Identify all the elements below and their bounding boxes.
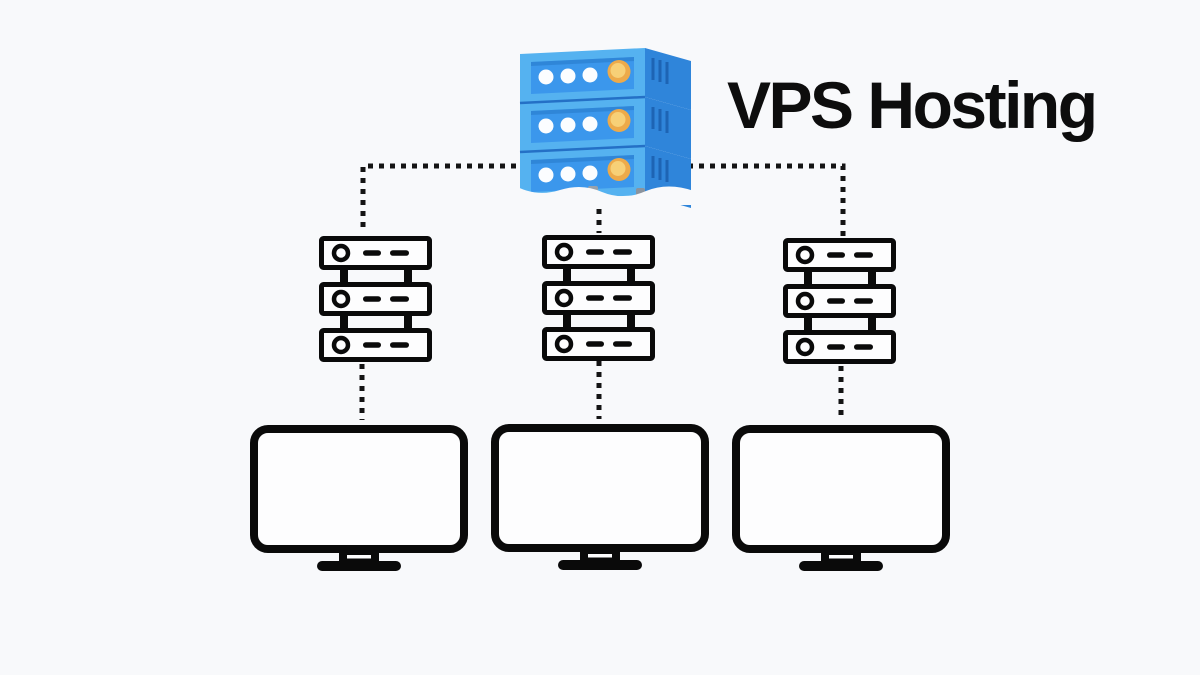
vps-server-illustration	[512, 48, 694, 208]
monitor-icon-1	[254, 429, 464, 571]
indicator-dots	[538, 67, 598, 85]
vent-lines	[651, 156, 669, 182]
vent-lines	[651, 107, 669, 133]
vent-lines	[651, 58, 669, 84]
connector-server-to-rack-3	[688, 163, 846, 236]
server-unit-1	[520, 48, 691, 110]
server-rack-icon-2	[545, 238, 653, 359]
indicator-dots	[538, 116, 598, 134]
server-base-wave	[512, 184, 694, 205]
monitor-icon-3	[736, 429, 946, 571]
indicator-dots	[538, 165, 598, 183]
page-title: VPS Hosting	[727, 68, 1098, 142]
connector-server-to-rack-1	[360, 163, 516, 233]
server-rack-icon-3	[786, 241, 894, 362]
server-rack-icon-1	[322, 239, 430, 360]
monitor-icon-2	[495, 428, 705, 570]
server-unit-2	[519, 95, 691, 159]
